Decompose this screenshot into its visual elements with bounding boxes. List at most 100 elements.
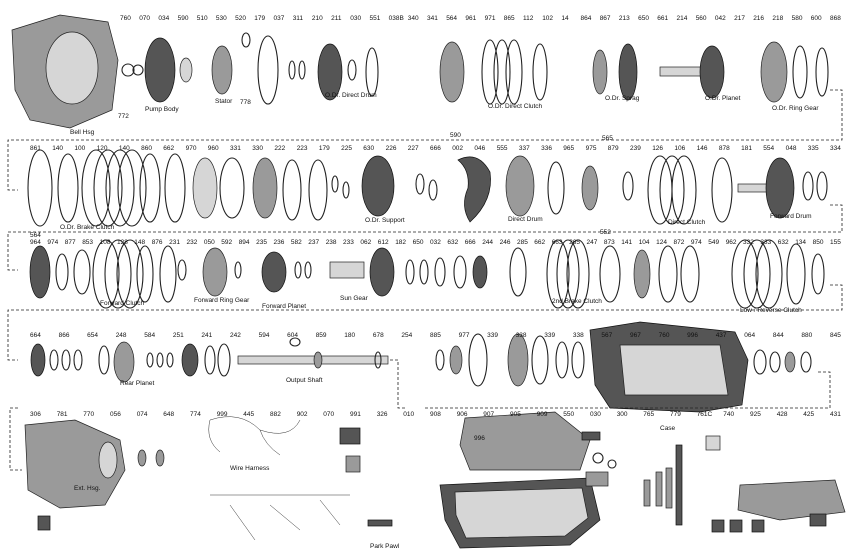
part-number: 880 [801, 332, 812, 339]
stator [211, 45, 233, 95]
part-number: 14 [561, 15, 569, 22]
part-number: 761C [697, 411, 713, 418]
part-number: 648 [163, 411, 174, 418]
part-ring [288, 60, 296, 80]
part-ring [599, 245, 621, 303]
part-label: Forward Clutch [100, 300, 144, 307]
sun-gear [329, 261, 365, 279]
part-label: Rear Planet [120, 380, 155, 387]
part-number: 254 [401, 332, 412, 339]
part-number: 905 [510, 411, 521, 418]
part-number: 902 [297, 411, 308, 418]
part-ring [731, 239, 759, 309]
part-number: 300 [617, 411, 628, 418]
part-number: 549 [708, 239, 719, 246]
part-number: 242 [230, 332, 241, 339]
pump-body [144, 37, 176, 103]
part-ring [159, 245, 177, 303]
part-ring [556, 239, 580, 309]
part-number: 140 [52, 145, 63, 152]
part-ring [139, 153, 161, 223]
part-number: 134 [795, 239, 806, 246]
part-number: 662 [534, 239, 545, 246]
part-number: 520 [235, 15, 246, 22]
part-label: O.Dr. Direct Clutch [488, 103, 543, 110]
part-number: 032 [430, 239, 441, 246]
part-ring [241, 32, 251, 48]
part-number: 217 [734, 15, 745, 22]
part-label: 552 [600, 229, 611, 236]
part-ring [546, 239, 570, 309]
part-ring [204, 345, 216, 375]
part-ring [81, 149, 111, 227]
part-ring [282, 159, 302, 221]
part-number: 010 [403, 411, 414, 418]
part-label: Sun Gear [340, 295, 369, 302]
rear-planet [113, 341, 135, 383]
part-number: 030 [350, 15, 361, 22]
part-ring [93, 149, 123, 227]
part-hub [369, 247, 395, 297]
part-number: 594 [259, 332, 270, 339]
valve-spool [665, 467, 673, 509]
part-number: 431 [830, 411, 841, 418]
pump-gear [179, 57, 193, 83]
part-number: 567 [601, 332, 612, 339]
part-ring [164, 153, 186, 223]
part-number: 666 [430, 145, 441, 152]
part-number: 555 [497, 145, 508, 152]
part-number: 128 [117, 239, 128, 246]
part-ring [294, 261, 302, 279]
part-number: 860 [141, 145, 152, 152]
part-ring [304, 261, 312, 279]
part-number: 241 [201, 332, 212, 339]
part-ring [435, 349, 445, 371]
part-number: 233 [343, 239, 354, 246]
od-ring-gear [760, 41, 788, 103]
part-ring [811, 253, 825, 295]
part-number: 235 [256, 239, 267, 246]
oil-pan-detail [454, 487, 589, 539]
part-number: 592 [221, 239, 232, 246]
part-number: 311 [293, 15, 304, 22]
part-ring [755, 239, 783, 309]
part-number: 335 [808, 145, 819, 152]
part-number: 865 [504, 15, 515, 22]
part-number: 002 [452, 145, 463, 152]
part-number: 336 [541, 145, 552, 152]
part-number: 970 [186, 145, 197, 152]
part-ring [555, 341, 569, 379]
part-number: 962 [726, 239, 737, 246]
part-ring [92, 239, 120, 309]
part-number: 223 [297, 145, 308, 152]
part-number: 331 [230, 145, 241, 152]
part-number: 339 [487, 332, 498, 339]
part-label: 564 [30, 232, 41, 239]
part-number: 964 [30, 239, 41, 246]
part-ring [566, 239, 590, 309]
part-number: 231 [169, 239, 180, 246]
part-number: 760 [120, 15, 131, 22]
part-number: 974 [47, 239, 58, 246]
bell-housing-opening [45, 31, 99, 105]
part-number: 102 [542, 15, 553, 22]
part-number: 306 [30, 411, 41, 418]
part-ring [136, 245, 154, 303]
part-number: 239 [630, 145, 641, 152]
part-number: 225 [341, 145, 352, 152]
part-ring [73, 349, 83, 371]
speed-sensor [37, 515, 51, 531]
part-label: Ext. Hsg. [74, 485, 101, 492]
shift-linkage [210, 494, 350, 541]
part-label: Output Shaft [286, 377, 323, 384]
part-number: 663 [552, 239, 563, 246]
part-ring [449, 345, 463, 375]
part-label: 590 [450, 132, 461, 139]
part-number: 064 [744, 332, 755, 339]
part-label: Stator [215, 98, 233, 105]
part-number: 879 [608, 145, 619, 152]
part-number: 265 [569, 239, 580, 246]
part-ring [155, 449, 165, 467]
part-ring [792, 45, 808, 99]
